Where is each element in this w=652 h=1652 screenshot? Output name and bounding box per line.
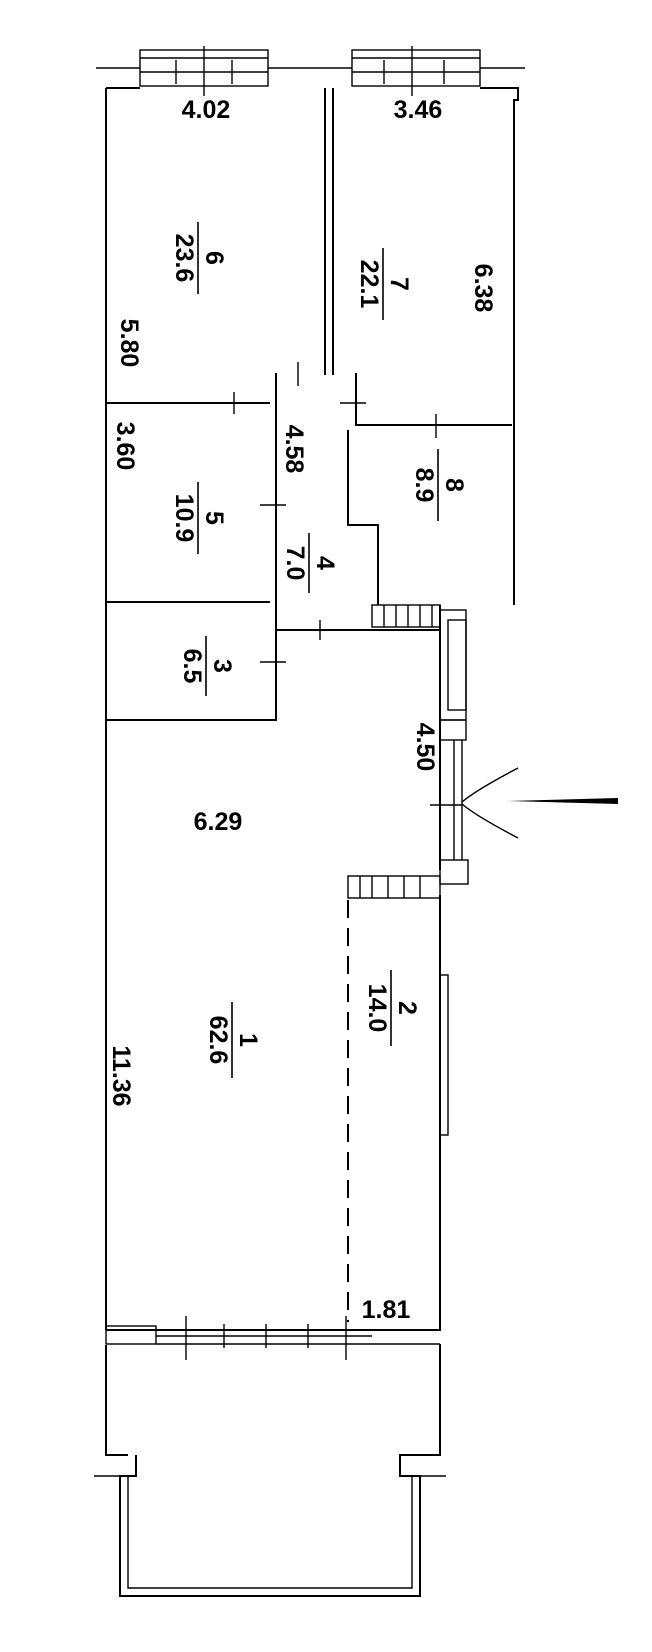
- svg-text:62.6: 62.6: [204, 1016, 232, 1065]
- dim-entry-length: 4.50: [411, 723, 439, 772]
- room-6-label: 6 23.6: [170, 222, 228, 294]
- svg-text:6: 6: [200, 251, 228, 265]
- svg-text:6.5: 6.5: [178, 649, 206, 684]
- room-5-label: 5 10.9: [170, 482, 228, 554]
- radiator-bottom: [347, 875, 441, 899]
- svg-text:7: 7: [385, 277, 413, 291]
- dim-living-length: 11.36: [107, 1045, 135, 1106]
- svg-text:8: 8: [440, 478, 468, 492]
- dim-room6-width: 4.02: [182, 96, 231, 124]
- window-room-7: [268, 46, 525, 96]
- dim-hall-width: 6.29: [194, 808, 243, 836]
- interior-walls: [106, 88, 512, 870]
- exterior-walls: [105, 87, 519, 1456]
- door-ticks: [233, 362, 437, 663]
- room-3-label: 3 6.5: [178, 636, 236, 696]
- svg-text:23.6: 23.6: [170, 234, 198, 283]
- room-4-label: 4 7.0: [281, 533, 339, 593]
- dim-balcony-width: 1.81: [362, 1296, 411, 1324]
- svg-text:8.9: 8.9: [410, 468, 438, 503]
- svg-text:5: 5: [200, 511, 228, 525]
- room-7-label: 7 22.1: [355, 248, 413, 320]
- svg-text:7.0: 7.0: [281, 546, 309, 581]
- entrance-arrow-icon: [461, 767, 618, 839]
- room-2-label: 2 14.0: [363, 970, 421, 1046]
- svg-text:14.0: 14.0: [363, 984, 391, 1033]
- svg-text:10.9: 10.9: [170, 494, 198, 543]
- dim-room5-length: 3.60: [111, 422, 139, 471]
- radiator-top: [371, 604, 441, 628]
- svg-text:2: 2: [393, 1001, 421, 1015]
- svg-text:22.1: 22.1: [355, 260, 383, 309]
- entrance-door[interactable]: [430, 609, 469, 885]
- svg-text:3: 3: [208, 659, 236, 673]
- svg-text:4: 4: [311, 556, 339, 570]
- room-1-label: 1 62.6: [204, 1002, 262, 1078]
- room-8-label: 8 8.9: [410, 449, 468, 521]
- window-room-6: [96, 46, 269, 96]
- svg-text:1: 1: [234, 1033, 262, 1047]
- dim-room7-length: 6.38: [469, 264, 497, 313]
- dim-room7-width: 3.46: [394, 96, 443, 124]
- window-living: [105, 1316, 440, 1360]
- loggia: [94, 1344, 446, 1597]
- dim-corridor-length: 4.58: [280, 425, 308, 474]
- window-room-2: [439, 974, 449, 1136]
- dim-room6-length: 5.80: [115, 319, 143, 368]
